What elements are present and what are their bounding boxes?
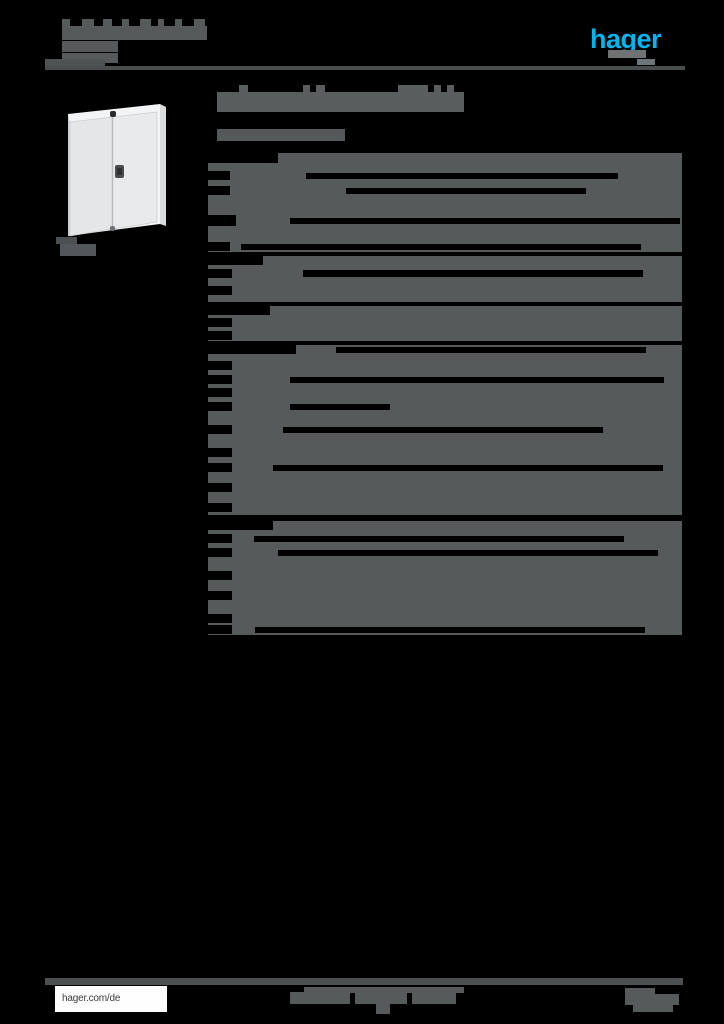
row-label: [208, 625, 232, 634]
table-row: [208, 171, 682, 180]
specification-table: [208, 153, 682, 635]
table-row: [208, 448, 682, 457]
table-row: [208, 345, 682, 354]
table-row: [208, 331, 682, 340]
row-label: [208, 448, 232, 457]
row-label: [208, 345, 296, 354]
row-value: [290, 376, 664, 383]
product-image: [56, 96, 176, 266]
row-label: [208, 361, 232, 370]
table-row: [208, 483, 682, 492]
page-header: hager: [0, 0, 724, 78]
header-rule-cap: [45, 59, 105, 66]
row-label: [208, 153, 278, 163]
table-row: [208, 215, 682, 226]
table-row: [208, 153, 682, 163]
row-label: [208, 534, 232, 543]
table-row: [208, 503, 682, 512]
page-title: [217, 92, 464, 112]
row-label: [208, 463, 232, 472]
row-label: [208, 331, 232, 340]
row-value: [255, 626, 645, 633]
row-value: [303, 270, 643, 277]
row-label: [208, 306, 270, 315]
row-value: [346, 187, 586, 194]
row-label: [208, 591, 232, 600]
footer-url[interactable]: hager.com/de: [62, 993, 121, 1004]
table-row: [208, 186, 682, 195]
header-rule-tick: [637, 59, 655, 65]
table-group: [208, 345, 682, 515]
header-title-line-1: [62, 26, 207, 40]
footer-url-box[interactable]: hager.com/de: [55, 986, 167, 1012]
table-row: [208, 521, 682, 530]
header-title-line-2: [62, 41, 118, 52]
table-row: [208, 425, 682, 434]
table-group: [208, 153, 682, 252]
product-caption: [60, 244, 96, 256]
row-value: [254, 535, 624, 542]
row-label: [208, 186, 230, 195]
row-label: [208, 483, 232, 492]
row-label: [208, 503, 232, 512]
row-label: [208, 388, 232, 397]
row-label: [208, 242, 230, 251]
table-row: [208, 402, 682, 411]
logo-shadow: [608, 50, 646, 58]
enclosure-doors-illustration: [68, 104, 166, 237]
row-label: [208, 215, 236, 226]
row-label: [208, 286, 232, 295]
row-label: [208, 402, 232, 411]
row-value: [290, 403, 390, 410]
table-row: [208, 388, 682, 397]
page-footer: hager.com/de: [0, 978, 724, 1024]
table-row: [208, 242, 682, 251]
table-row: [208, 591, 682, 600]
row-label: [208, 171, 230, 180]
row-label: [208, 548, 232, 557]
row-label: [208, 571, 232, 580]
row-label: [208, 256, 263, 265]
table-row: [208, 318, 682, 327]
table-row: [208, 256, 682, 265]
row-label: [208, 269, 232, 278]
table-row: [208, 361, 682, 370]
table-row: [208, 286, 682, 295]
header-title-line-3: [62, 53, 118, 63]
row-value: [241, 243, 641, 250]
product-caption-ascender: [56, 237, 77, 244]
row-value: [290, 217, 680, 224]
table-group: [208, 306, 682, 341]
row-value: [278, 549, 658, 556]
row-value: [306, 172, 618, 179]
row-label: [208, 318, 232, 327]
row-label: [208, 521, 273, 530]
table-group: [208, 256, 682, 302]
table-row: [208, 534, 682, 543]
table-row: [208, 306, 682, 315]
header-divider: [45, 66, 685, 70]
row-label: [208, 375, 232, 384]
table-row: [208, 571, 682, 580]
hager-logo: hager: [590, 24, 680, 58]
row-label: [208, 425, 232, 434]
table-row: [208, 625, 682, 634]
row-label: [208, 614, 232, 623]
table-row: [208, 269, 682, 278]
table-row: [208, 548, 682, 557]
row-value: [336, 346, 646, 353]
page-subtitle: [217, 129, 345, 141]
table-row: [208, 463, 682, 472]
table-row: [208, 614, 682, 623]
row-value: [283, 426, 603, 433]
hager-logo-text: hager: [590, 24, 662, 54]
row-value: [273, 464, 663, 471]
table-group: [208, 521, 682, 635]
table-row: [208, 375, 682, 384]
footer-divider: [45, 978, 683, 985]
